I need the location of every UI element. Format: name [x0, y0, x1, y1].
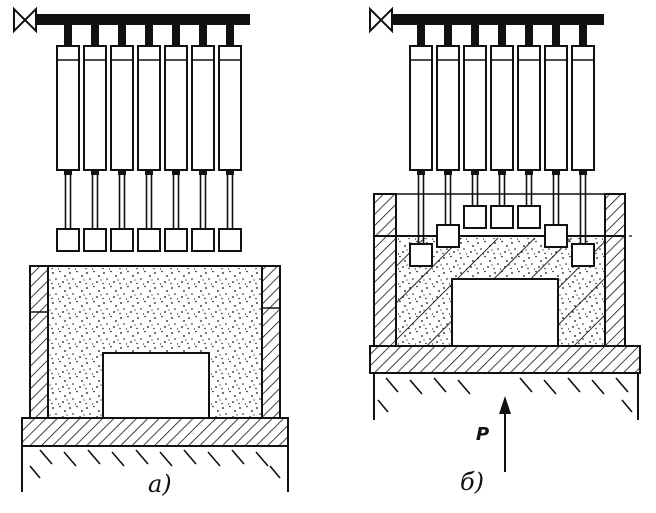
manifold-pipe [392, 14, 604, 25]
cylinder-body [83, 45, 107, 171]
cylinder-gland [172, 170, 180, 175]
cylinder-gland [579, 170, 587, 175]
press-head [218, 228, 242, 252]
pneumatic-cylinder [490, 25, 514, 229]
cylinder-body [463, 45, 487, 171]
pneumatic-cylinder [164, 25, 188, 252]
press-head [137, 228, 161, 252]
casting-pattern [102, 352, 210, 419]
valve-icon [369, 6, 393, 34]
force-label: P [476, 424, 489, 445]
press-head [544, 224, 568, 248]
press-head [490, 205, 514, 229]
cylinder-neck [579, 25, 587, 47]
cylinder-gland [552, 170, 560, 175]
cylinder-body [436, 45, 460, 171]
cylinder-neck [444, 25, 452, 47]
cylinder-body [137, 45, 161, 171]
cylinder-neck [417, 25, 425, 47]
machine-table [373, 373, 639, 420]
pneumatic-cylinder [544, 25, 568, 248]
press-head [463, 205, 487, 229]
pneumatic-cylinder [517, 25, 541, 229]
cylinder-body [544, 45, 568, 171]
cylinder-gland [444, 170, 452, 175]
cylinder-neck [498, 25, 506, 47]
cylinder-gland [91, 170, 99, 175]
machine-table [21, 446, 289, 492]
cylinder-neck [525, 25, 533, 47]
cylinder-neck [552, 25, 560, 47]
cylinder-gland [64, 170, 72, 175]
cylinder-gland [471, 170, 479, 175]
cylinder-body [56, 45, 80, 171]
cylinder-body [191, 45, 215, 171]
pneumatic-cylinder [571, 25, 595, 267]
pattern-plate [21, 417, 289, 447]
pneumatic-cylinder [56, 25, 80, 252]
pneumatic-cylinder [137, 25, 161, 252]
cylinder-body [218, 45, 242, 171]
cylinder-neck [471, 25, 479, 47]
press-head [436, 224, 460, 248]
pneumatic-cylinder [409, 25, 433, 267]
cylinder-neck [199, 25, 207, 47]
panel-label-a: а) [148, 470, 172, 498]
cylinder-neck [145, 25, 153, 47]
press-head [83, 228, 107, 252]
panel-a: а) [13, 6, 289, 498]
cylinder-neck [226, 25, 234, 47]
pneumatic-cylinder [463, 25, 487, 229]
cylinder-gland [498, 170, 506, 175]
pneumatic-cylinder [110, 25, 134, 252]
force-arrow [499, 396, 511, 472]
cylinder-neck [91, 25, 99, 47]
panel-label-b: б) [460, 468, 484, 496]
cylinder-body [409, 45, 433, 171]
cylinder-body [110, 45, 134, 171]
cylinder-neck [172, 25, 180, 47]
pneumatic-cylinder [191, 25, 215, 252]
cylinder-gland [145, 170, 153, 175]
pneumatic-cylinder [83, 25, 107, 252]
press-head [409, 243, 433, 267]
valve-icon [13, 6, 37, 34]
cylinder-gland [199, 170, 207, 175]
cylinder-body [490, 45, 514, 171]
press-head [517, 205, 541, 229]
cylinder-gland [417, 170, 425, 175]
pattern-plate [369, 345, 641, 374]
press-head [191, 228, 215, 252]
press-head [571, 243, 595, 267]
cylinder-neck [118, 25, 126, 47]
press-head [56, 228, 80, 252]
cylinder-body [571, 45, 595, 171]
cylinder-body [517, 45, 541, 171]
cylinder-row [409, 25, 595, 267]
cylinder-neck [64, 25, 72, 47]
casting-pattern [451, 278, 559, 347]
cylinder-gland [226, 170, 234, 175]
cylinder-gland [118, 170, 126, 175]
pneumatic-cylinder [436, 25, 460, 248]
press-head [164, 228, 188, 252]
cylinder-body [164, 45, 188, 171]
press-head [110, 228, 134, 252]
pneumatic-cylinder [218, 25, 242, 252]
cylinder-row [56, 25, 242, 252]
manifold-pipe [36, 14, 250, 25]
cylinder-gland [525, 170, 533, 175]
panel-b: P б) [369, 6, 641, 496]
